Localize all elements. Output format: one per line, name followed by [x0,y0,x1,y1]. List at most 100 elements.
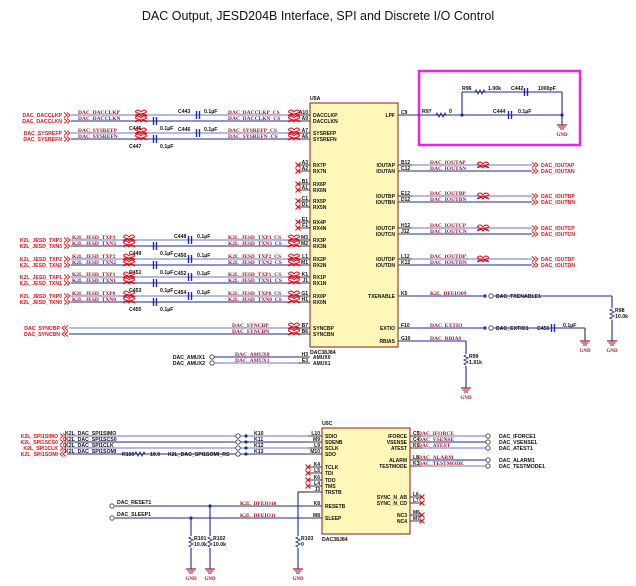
net-name: K2L_JESD_TXN2 [72,260,116,266]
port-label: K2L_JESD_TXN3 [20,244,62,250]
test-point-label: K13 [254,449,264,455]
net-name: K2L_DFEIO11 [240,513,276,519]
port-arrow-icon [63,293,71,299]
net-name: K2L_JESD_TXN3 [72,241,116,247]
net-name: DAC_ATEST [418,443,451,449]
res-ref: R99 [469,354,479,360]
port-label: K2L_JESD_TXN2 [20,263,62,269]
pin-number: M7 [413,516,420,522]
pin-number: B1 [302,179,309,185]
port-label: K2L_JESD_TXN0 [20,300,62,306]
res-ref: R103 [301,536,314,542]
net-name: K2L_DFEIO10 [240,501,277,507]
junction-dot [244,446,248,450]
res-ref: R96 [462,86,472,92]
esd-diode-icon [287,290,301,298]
resistor-icon [474,88,486,96]
pin-number: G1 [301,291,308,297]
test-point-icon [109,503,115,509]
pin-name: SYNCBP [313,326,335,332]
pin-number: H3 [302,352,309,358]
pin-name: RX6N [313,188,327,194]
cap-value: 0.1µF [160,288,173,294]
no-connect-icon [305,470,311,476]
pin-name: SYNC_N_CD [377,501,408,507]
pin-number: H1 [302,297,309,303]
net-name: DAC_VSENSE [418,437,454,443]
cap-ref: C451 [129,270,142,276]
cap-value: 0.1µF [160,270,173,276]
no-connect-icon [419,494,425,500]
pin-name: RX2N [313,263,327,269]
res-value: 0 [301,542,304,548]
port-arrow-icon [61,331,69,337]
test-point-icon [488,293,494,299]
pin-name: RX3P [313,238,327,244]
test-point-label: DAC_EXTIO1 [496,326,529,332]
port-arrow-icon [59,445,67,451]
pin-name: RX1P [313,275,327,281]
port-arrow-icon [531,168,539,174]
res-ref: R98 [615,308,625,314]
pin-name: AMUX0 [313,355,331,361]
port-label: K2L_JESD_TXN1 [20,281,62,287]
no-connect-icon [295,198,301,204]
port-label: DAC_SYSREFP [24,131,63,137]
pin-name: IOUTBN [376,200,396,206]
net-name: K2L_JESD_TXP3_CS [228,235,281,241]
esd-diode-icon [122,277,136,285]
net-name: K2L_JESD_TXP2_CS [228,254,281,260]
port-arrow-icon [531,256,539,262]
port-label: K2L_SPI1CLK [23,446,58,452]
cap-ref: C454 [174,290,187,296]
cap-ref: C442 [511,86,524,92]
test-point-label: DAC_TXENABLE1 [496,294,541,300]
res-ref: R97 [422,109,432,115]
cap-ref: C453 [129,288,142,294]
resistor-icon [435,111,447,119]
ground-label: GND [556,133,568,138]
port-label: DAC_IOUTDP [541,257,575,263]
port-label: DAC_SYSREFN [23,137,62,143]
net-name: DAC_EXTIO [430,323,463,329]
pin-number: M8 [313,513,320,519]
pin-number: D1 [302,202,309,208]
pin-name: RX4P [313,220,327,226]
test-point-icon [488,325,494,331]
pin-number: B12 [401,160,410,166]
pin-name: RX1N [313,281,327,287]
port-arrow-icon [63,136,71,142]
no-connect-icon [295,181,301,187]
junction-dot [244,434,248,438]
net-name: K2L_JESD_TXP1_CS [228,272,281,278]
port-arrow-icon [63,130,71,136]
esd-diode-icon [122,259,136,267]
esd-diode-icon [287,109,301,117]
pin-number: M10 [310,449,320,455]
net-name: K2L_JESD_TXN0 [72,297,116,303]
net-name: DAC_DACCLKN_CS [228,116,280,122]
pin-name: SDIO [325,434,337,440]
pin-number: A10 [299,110,308,116]
net-name: K2L_JESD_TXN1 [72,278,116,284]
pin-name: LPF [386,113,395,119]
pin-number: M3 [301,235,308,241]
test-point-label: DAC_VSENSE1 [499,440,537,446]
port-label: K2L_JESD_TXP0 [20,294,62,300]
net-name: DAC_IOUTDP [430,254,467,260]
pin-name: TDI [325,471,334,477]
port-label: DAC_DACCLKN [22,119,62,125]
no-connect-icon [305,483,311,489]
cap-ref: C452 [174,271,187,277]
cap-value: 0.1µF [160,307,173,313]
res-value: 0 [449,109,452,115]
ground-label: GND [606,349,618,354]
esd-diode-icon [134,115,148,123]
pin-number: M1 [301,260,308,266]
esd-diode-icon [122,296,136,304]
pin-name: DACCLKP [313,113,338,119]
port-label: DAC_SYNCBP [24,326,60,332]
cap-ref: C450 [174,253,187,259]
port-label: DAC_IOUTCN [541,232,575,238]
